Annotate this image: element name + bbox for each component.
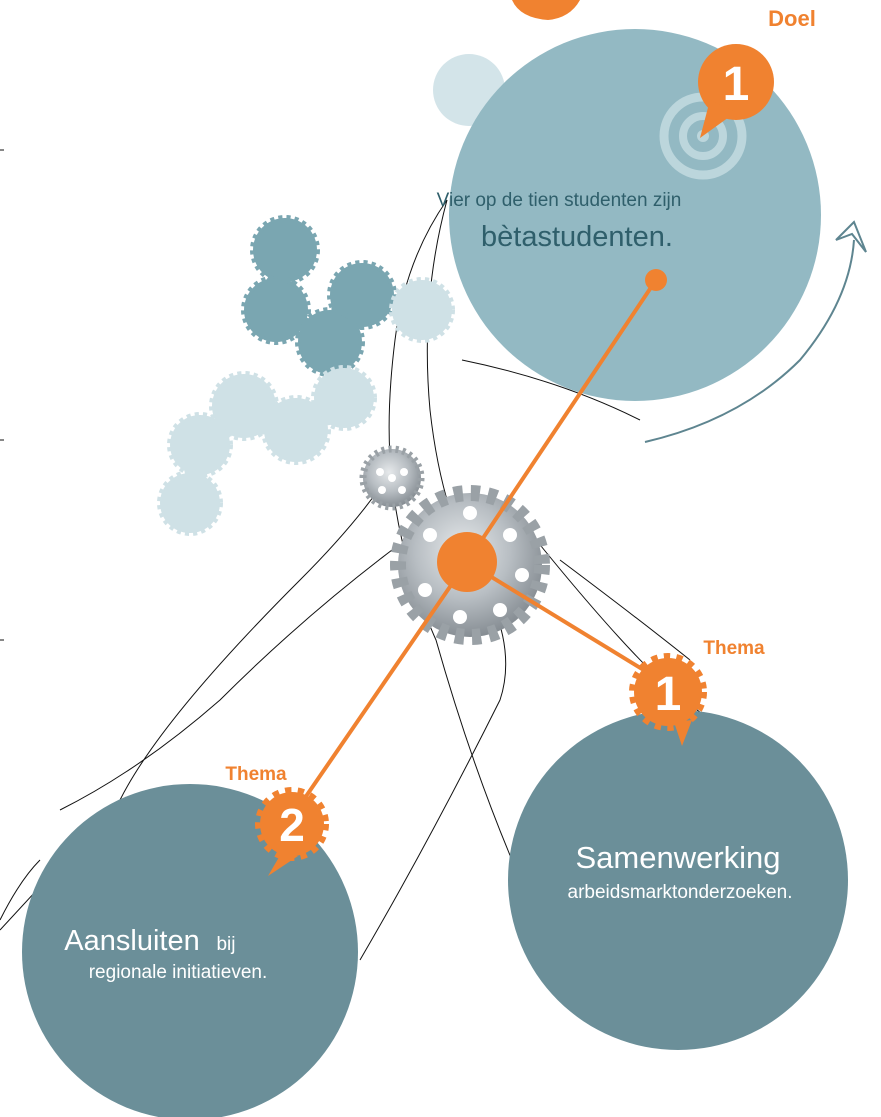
orange-connectors <box>296 278 662 810</box>
gear-icon <box>327 260 397 330</box>
doel-badge: 1 <box>698 44 774 138</box>
arrow-icon <box>644 220 867 443</box>
gear-icon <box>311 365 377 431</box>
gear-icon <box>250 215 320 285</box>
top-letter-fragment <box>512 0 580 20</box>
hub-circle <box>437 532 497 592</box>
theme-1-number: 1 <box>655 668 682 721</box>
theme-2-subtitle: regionale initiatieven. <box>89 962 268 983</box>
gear-cluster <box>157 215 455 536</box>
theme-2-label: Thema <box>225 764 287 785</box>
theme-2-title: Aansluiten <box>64 925 199 957</box>
theme-1-circle <box>508 710 848 1050</box>
doel-number: 1 <box>723 58 750 111</box>
gear-icon <box>209 371 279 441</box>
theme-1-label: Thema <box>703 638 765 659</box>
theme-1-subtitle: arbeidsmarktonderzoeken. <box>568 882 793 903</box>
goal-text-large: bètastudenten. <box>481 221 673 253</box>
doel-label: Doel <box>768 6 816 31</box>
gear-icon <box>241 275 311 345</box>
gear-icon <box>167 412 233 478</box>
gear-icon <box>295 307 365 377</box>
goal-text-small: Vier op de tien studenten zijn <box>437 190 682 211</box>
small-metal-gear-icon <box>359 445 425 511</box>
goal-connector-dot <box>645 269 667 291</box>
goal-circle <box>449 29 821 401</box>
theme-2-number: 2 <box>279 799 305 851</box>
gear-icon <box>389 277 455 343</box>
theme-1-badge: 1 <box>629 653 707 746</box>
gear-icon <box>261 395 331 465</box>
theme-2-title-suffix: bij <box>216 934 235 955</box>
theme-2-badge: 2 <box>255 787 329 876</box>
gear-icon <box>157 470 223 536</box>
theme-1-title: Samenwerking <box>575 840 780 875</box>
